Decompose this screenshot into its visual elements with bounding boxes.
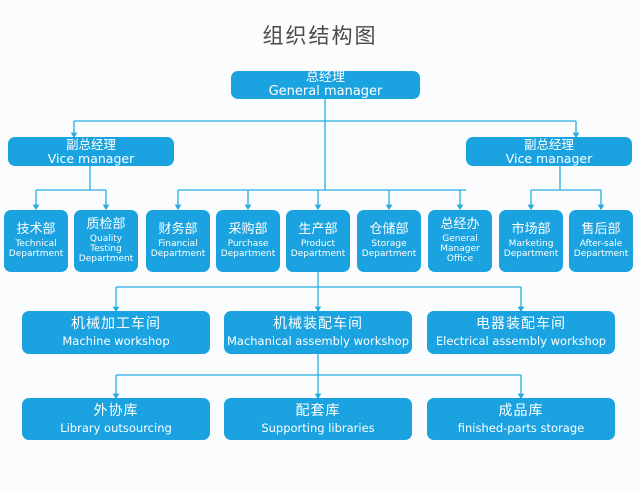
node-label-en: Supporting libraries [261,420,375,435]
node-label-en: General Manager Office [440,233,480,265]
node-label-en: Technical Department [8,238,64,260]
node-department-quality-testing[interactable]: 质检部 Quality Testing Department [74,210,138,272]
node-label-en: Machanical assembly workshop [226,334,410,349]
node-library-supporting[interactable]: 配套库 Supporting libraries [224,398,412,440]
node-label-cn: 外协库 [93,402,139,419]
node-label-en: finished-parts storage [457,420,585,435]
node-label-cn: 机械加工车间 [71,316,161,333]
node-label-en: Storage Department [361,238,417,260]
node-label-en: Machine workshop [62,334,170,349]
node-label-cn: 配套库 [295,402,341,419]
node-label-en: Vice manager [47,150,135,166]
node-department-after-sale[interactable]: 售后部 After-sale Department [569,210,633,272]
node-department-financial[interactable]: 财务部 Financial Department [146,210,210,272]
node-label-en: General manager [268,84,383,99]
node-department-technical[interactable]: 技术部 Technical Department [4,210,68,272]
node-label-cn: 总经理 [305,71,345,85]
node-label-cn: 仓储部 [369,221,409,237]
node-library-finished-parts[interactable]: 成品库 finished-parts storage [427,398,615,440]
node-label-cn: 市场部 [511,221,551,237]
node-general-manager[interactable]: 总经理 General manager [231,71,420,99]
node-label-cn: 售后部 [581,221,621,237]
node-label-cn: 技术部 [16,221,56,237]
node-label-cn: 采购部 [228,221,268,237]
node-label-cn: 副总经理 [523,137,574,152]
node-label-en: Library outsourcing [60,420,172,435]
node-label-en: Vice manager [505,150,593,166]
node-label-cn: 总经办 [440,216,480,232]
page-title: 组织结构图 [262,24,378,48]
node-label-en: After-sale Department [573,238,629,260]
node-library-outsourcing[interactable]: 外协库 Library outsourcing [22,398,210,440]
node-label-en: Product Department [290,238,346,260]
node-vice-manager-left[interactable]: 副总经理 Vice manager [8,137,174,166]
node-label-cn: 质检部 [86,216,126,232]
node-department-storage[interactable]: 仓储部 Storage Department [357,210,421,272]
node-label-cn: 生产部 [298,221,338,237]
node-department-marketing[interactable]: 市场部 Marketing Department [499,210,563,272]
node-workshop-mechanical-assembly[interactable]: 机械装配车间 Machanical assembly workshop [224,311,412,354]
node-workshop-machine[interactable]: 机械加工车间 Machine workshop [22,311,210,354]
node-vice-manager-right[interactable]: 副总经理 Vice manager [466,137,632,166]
node-label-cn: 副总经理 [65,137,116,152]
node-label-en: Financial Department [150,238,206,260]
node-label-cn: 财务部 [158,221,198,237]
node-label-cn: 电器装配车间 [476,316,566,333]
node-label-en: Marketing Department [503,238,559,260]
node-department-purchase[interactable]: 采购部 Purchase Department [216,210,280,272]
node-label-en: Quality Testing Department [78,233,134,265]
node-label-en: Purchase Department [220,238,276,260]
node-department-general-manager-office[interactable]: 总经办 General Manager Office [428,210,492,272]
node-label-cn: 成品库 [498,402,544,419]
node-label-en: Electrical assembly workshop [435,334,607,349]
node-department-product[interactable]: 生产部 Product Department [286,210,350,272]
node-label-cn: 机械装配车间 [273,316,363,333]
node-workshop-electrical-assembly[interactable]: 电器装配车间 Electrical assembly workshop [427,311,615,354]
